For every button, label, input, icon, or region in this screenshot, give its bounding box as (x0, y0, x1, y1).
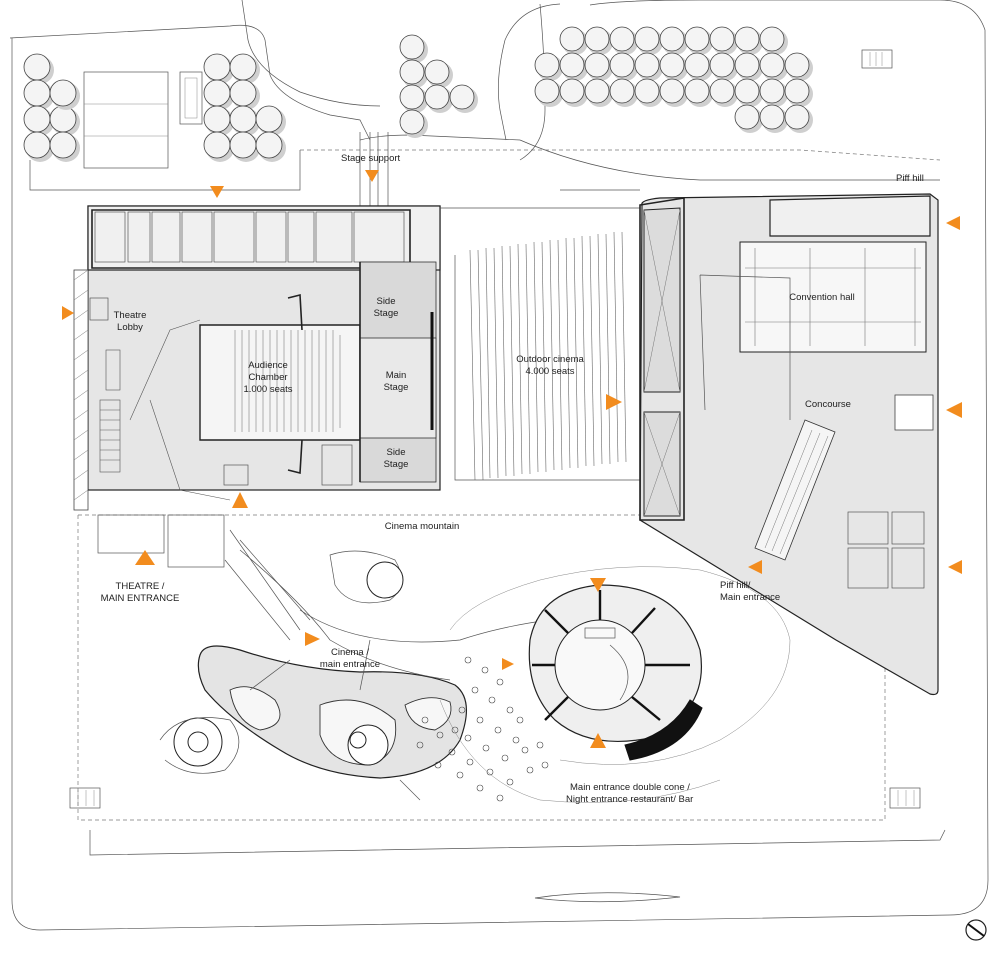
label-audience-seats: 1.000 seats (243, 384, 292, 395)
trees-right (534, 26, 813, 133)
entrance-arrow-icon (946, 216, 960, 230)
entrance-arrow-icon (502, 658, 514, 670)
double-cone (528, 584, 703, 761)
label-outdoor-cinema: Outdoor cinema (516, 354, 584, 365)
label-piff-entrance-2: Main entrance (720, 592, 780, 603)
entrance-arrow-icon (590, 733, 606, 748)
label-piff-hill: Piff hill (896, 173, 924, 184)
stair-icon (889, 787, 921, 809)
entrance-arrow-icon (305, 632, 320, 646)
tree-icon (49, 79, 77, 107)
label-cinema-entrance: Cinema / (331, 647, 369, 658)
entrance-arrow-icon (232, 492, 248, 508)
entrance-arrow-icon (590, 578, 606, 592)
trees-left (23, 34, 478, 162)
entrance-arrow-icon (62, 306, 74, 320)
tree-icon (49, 105, 77, 133)
label-convention-hall: Convention hall (789, 292, 855, 303)
label-side-stage-top: Side (376, 296, 395, 307)
stair-icon (69, 787, 101, 809)
label-theatre-entrance: THEATRE / (116, 581, 165, 592)
label-cinema-entrance-2: main entrance (320, 659, 380, 670)
courts (29, 71, 301, 191)
label-concourse: Concourse (805, 399, 851, 410)
label-theatre-lobby: Theatre (114, 310, 147, 321)
entrance-arrow-icon (135, 550, 155, 565)
entrance-arrow-icon (748, 560, 762, 574)
cinema-mountain-forms (159, 549, 791, 803)
label-side-stage-bottom: Side (386, 447, 405, 458)
labels: Piff hill Stage support Theatre Lobby Au… (101, 153, 924, 805)
label-main-stage: Main (386, 370, 407, 381)
north-arrow-icon (965, 919, 987, 941)
stair-symbols (69, 49, 921, 809)
label-cinema-mountain: Cinema mountain (385, 521, 459, 532)
tree-icon (23, 79, 51, 107)
convention-building (639, 193, 939, 696)
tree-icon (23, 131, 51, 159)
label-theatre-entrance-2: MAIN ENTRANCE (101, 593, 180, 604)
tree-icon (23, 105, 51, 133)
label-stage-support: Stage support (341, 153, 401, 164)
label-side-stage-top-2: Stage (374, 308, 399, 319)
restaurant-tables (416, 656, 549, 802)
label-piff-entrance: Piff hill/ (720, 580, 751, 591)
entrance-arrow-icon (948, 560, 962, 574)
label-audience-chamber-2: Chamber (248, 372, 287, 383)
entrance-arrows (62, 170, 962, 748)
label-double-cone: Main entrance double cone / (570, 782, 690, 793)
label-main-stage-2: Stage (384, 382, 409, 393)
entrance-arrow-icon (365, 170, 379, 182)
entrance-arrow-icon (210, 186, 224, 198)
theatre-building (73, 205, 441, 641)
outdoor-cinema-seats (469, 231, 627, 481)
stair-icon (861, 49, 893, 69)
entrance-arrow-icon (606, 394, 622, 410)
label-double-cone-2: Night entrance restaurant/ Bar (566, 794, 693, 805)
entrance-arrow-icon (946, 402, 962, 418)
tree-icon (23, 53, 51, 81)
tree-icon (49, 131, 77, 159)
label-theatre-lobby-2: Lobby (117, 322, 143, 333)
label-audience-chamber: Audience (248, 360, 288, 371)
label-outdoor-cinema-seats: 4.000 seats (525, 366, 574, 377)
label-side-stage-bottom-2: Stage (384, 459, 409, 470)
